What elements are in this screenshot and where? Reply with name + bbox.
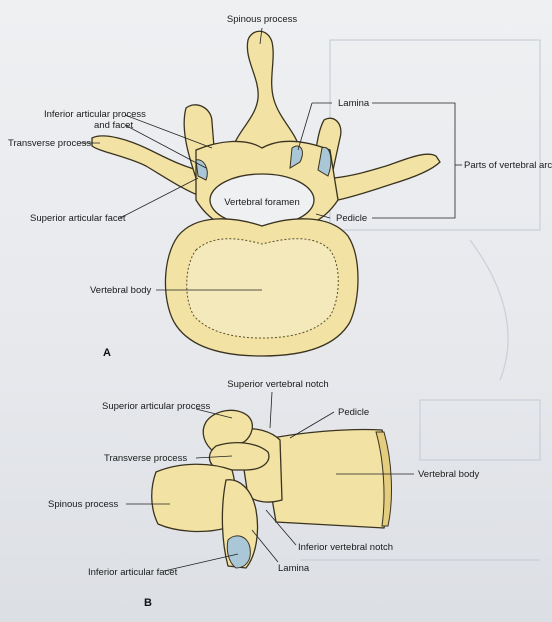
right-facet [317, 146, 332, 177]
lateral-inferior-articular-facet [226, 535, 251, 569]
superior-view-vertebra [91, 30, 441, 357]
lateral-superior-articular-process-shape [202, 409, 254, 453]
background-ghost-drawing [300, 39, 541, 561]
label-pedicle-a: Pedicle [336, 213, 367, 224]
label-parts-of-vertebral-arch: Parts of vertebral arch [464, 160, 552, 171]
lateral-body-endplate [375, 431, 392, 527]
label-lamina-b: Lamina [278, 563, 310, 574]
label-inferior-articular-facet: Inferior articular facet [88, 567, 178, 578]
label-lamina-a: Lamina [338, 98, 370, 109]
label-inferior-vertebral-notch: Inferior vertebral notch [298, 542, 393, 553]
panel-label-b: B [144, 597, 152, 609]
label-spinous-process-a: Spinous process [227, 14, 297, 25]
label-superior-articular-process-b: Superior articular process [102, 401, 210, 412]
label-vertebral-body-a: Vertebral body [90, 285, 152, 296]
label-and-facet-a: and facet [94, 120, 133, 131]
label-pedicle-b: Pedicle [338, 407, 369, 418]
label-superior-articular-facet-a: Superior articular facet [30, 213, 126, 224]
label-spinous-process-b: Spinous process [48, 499, 118, 510]
label-superior-vertebral-notch: Superior vertebral notch [227, 379, 328, 390]
figure-b-labels: Superior vertebral notch Superior articu… [48, 379, 480, 609]
panel-label-a: A [103, 347, 111, 359]
left-facet [195, 159, 208, 181]
lamina-facet [289, 145, 303, 169]
label-vertebral-body-b: Vertebral body [418, 469, 480, 480]
lateral-transverse-process-shape [208, 441, 270, 471]
label-transverse-process-b: Transverse process [104, 453, 187, 464]
label-vertebral-foramen: Vertebral foramen [224, 197, 300, 208]
label-inferior-articular-process-a: Inferior articular process [44, 109, 146, 120]
vertebral-body-spongy [186, 238, 339, 339]
figure-a-labels: Spinous process Inferior articular proce… [8, 14, 552, 359]
right-transverse-process-shape [333, 153, 441, 201]
figure-a-leaders [80, 27, 462, 291]
lateral-view-vertebra [151, 409, 392, 569]
spinous-process-shape [231, 30, 301, 151]
figure-b-leaders [126, 391, 414, 572]
label-transverse-process-a: Transverse process [8, 138, 91, 149]
